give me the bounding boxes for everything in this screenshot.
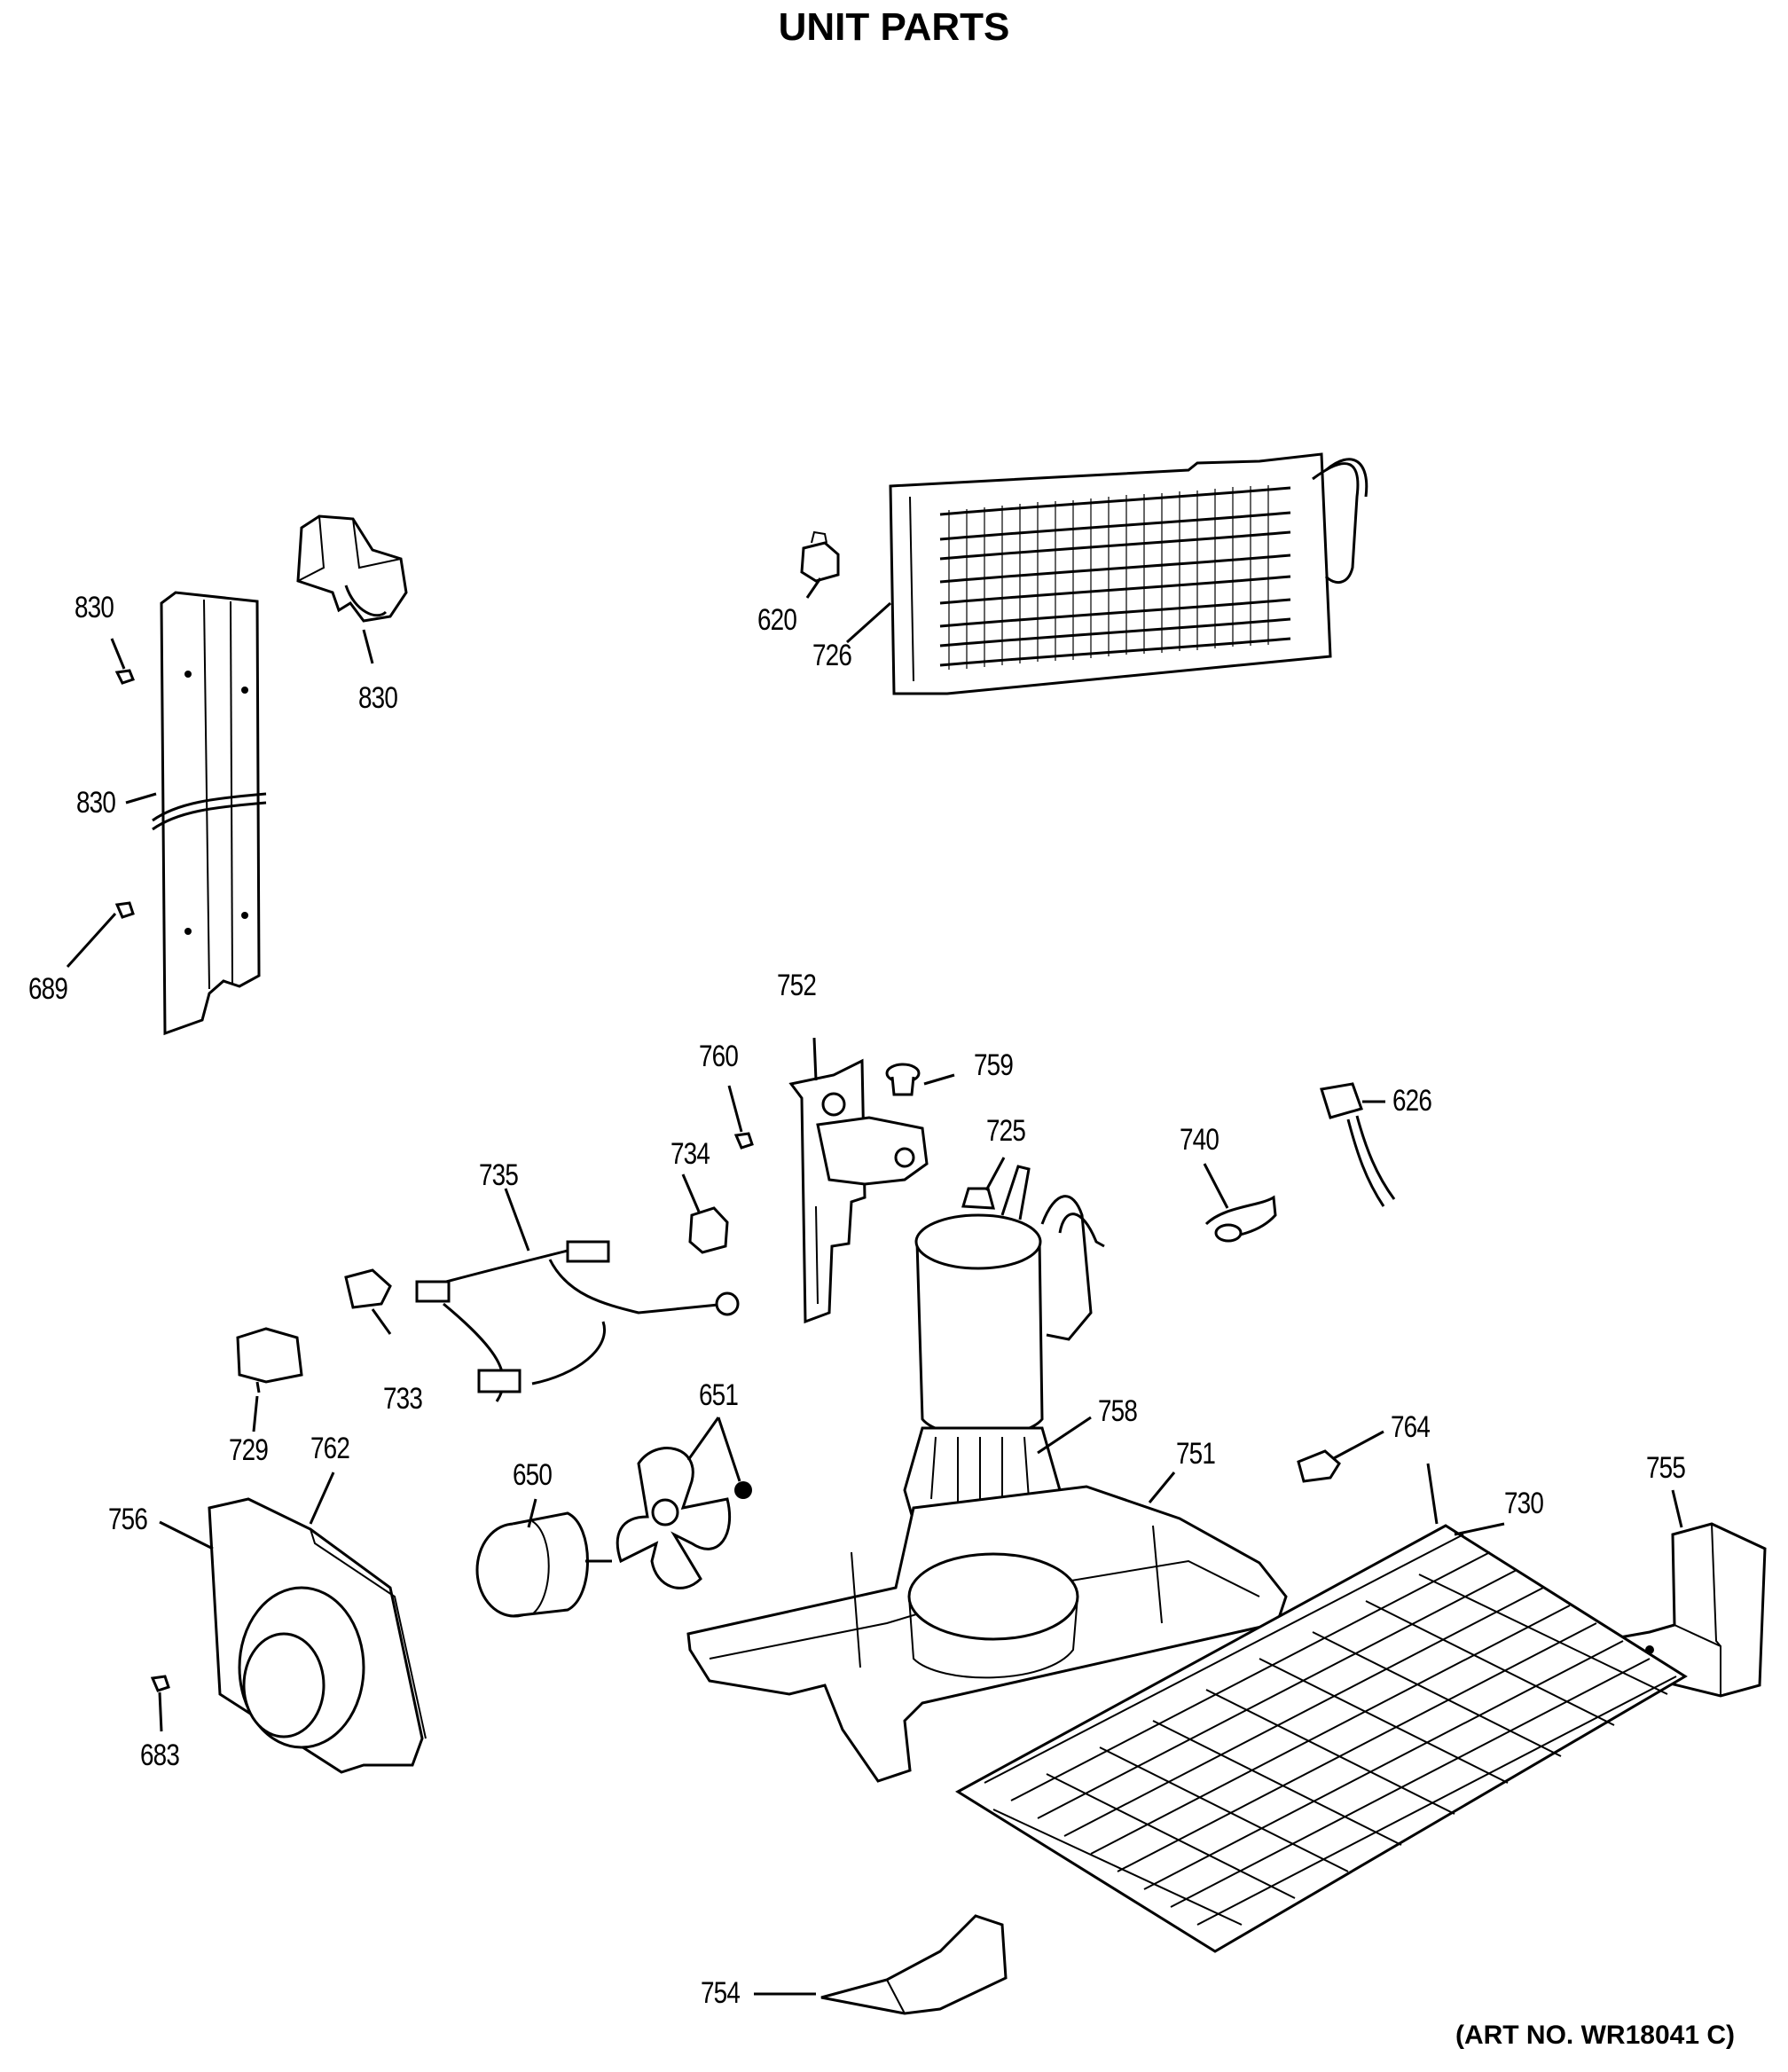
callout-733: 733	[383, 1382, 423, 1416]
page-title: UNIT PARTS	[778, 5, 1010, 49]
callout-752: 752	[777, 969, 817, 1002]
part-752-bracket	[788, 1058, 929, 1324]
part-725-compressor	[903, 1165, 1105, 1523]
part-754-tray	[820, 1914, 1008, 2015]
callout-754: 754	[701, 1976, 741, 2010]
part-620-thermistor	[800, 530, 840, 583]
callout-689: 689	[28, 972, 68, 1006]
part-760-screw	[733, 1132, 754, 1150]
art-number: (ART NO. WR18041 C)	[1455, 2021, 1735, 2050]
callout-764: 764	[1391, 1410, 1431, 1444]
part-740-clip	[1204, 1195, 1277, 1243]
callout-729: 729	[229, 1433, 269, 1467]
callout-830-cap: 830	[358, 681, 398, 715]
callout-626: 626	[1392, 1084, 1432, 1118]
part-830-channel	[152, 591, 267, 1036]
part-759-grommet	[885, 1063, 921, 1096]
callout-830-channel: 830	[76, 786, 116, 820]
part-726-coil	[889, 452, 1368, 695]
part-689-screw	[114, 901, 135, 919]
callout-755: 755	[1646, 1451, 1686, 1485]
part-764-clip	[1297, 1449, 1341, 1483]
part-650-fan-motor	[475, 1511, 612, 1618]
callout-650: 650	[513, 1458, 553, 1492]
callout-756: 756	[108, 1503, 148, 1536]
part-733-overload	[344, 1268, 392, 1309]
callout-735: 735	[479, 1158, 519, 1192]
callout-740: 740	[1180, 1123, 1219, 1157]
callout-830-screw: 830	[74, 591, 114, 624]
callout-759: 759	[974, 1048, 1014, 1082]
part-735-wire-harness	[415, 1240, 740, 1402]
callout-734: 734	[670, 1137, 710, 1171]
callout-683: 683	[140, 1738, 180, 1772]
part-730-condenser-grid	[955, 1463, 1688, 1953]
callout-651: 651	[699, 1378, 739, 1412]
part-830-cap	[296, 514, 408, 623]
callout-726: 726	[812, 639, 852, 672]
callout-730: 730	[1504, 1487, 1544, 1520]
part-830-screw	[114, 669, 135, 685]
part-626-power-cord	[1320, 1082, 1396, 1207]
callout-762: 762	[310, 1432, 350, 1465]
part-751-base	[686, 1485, 1288, 1783]
callout-725: 725	[986, 1114, 1026, 1148]
callout-751: 751	[1176, 1437, 1216, 1471]
part-651-fan-blade	[616, 1447, 752, 1589]
callout-758: 758	[1098, 1394, 1138, 1428]
part-683-screw	[150, 1675, 170, 1692]
callout-620: 620	[757, 603, 797, 637]
callout-760: 760	[699, 1040, 739, 1073]
part-756-fan-shroud	[208, 1497, 427, 1774]
part-734-capacitor	[688, 1206, 729, 1254]
part-729-relay	[236, 1327, 303, 1393]
leader-lines	[66, 577, 1683, 1996]
